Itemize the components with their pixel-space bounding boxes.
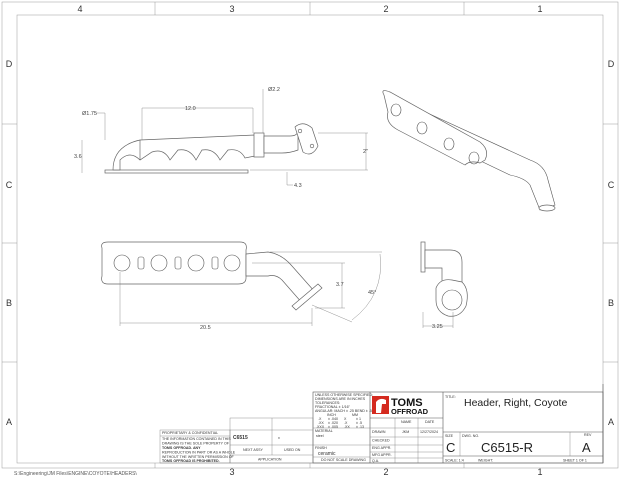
size-value: C bbox=[446, 440, 455, 455]
title-label: TITLE: bbox=[445, 395, 456, 399]
zone-row-a-right: A bbox=[608, 417, 614, 427]
zone-col-2-bottom: 2 bbox=[383, 467, 388, 477]
logo-text-toms: TOMS bbox=[391, 397, 423, 409]
dim-tube-dia: Ø1.75 bbox=[82, 111, 97, 117]
proprietary-heading: PROPRIETARY & CONFIDENTIAL bbox=[162, 431, 218, 435]
drawing-title: Header, Right, Coyote bbox=[464, 397, 567, 409]
zone-col-1-top: 1 bbox=[537, 4, 542, 14]
inner-border bbox=[16, 14, 604, 464]
tolerance-mm-label: MM bbox=[352, 413, 358, 417]
zone-col-3-top: 3 bbox=[229, 4, 234, 14]
tol-cell: ± .13 bbox=[356, 425, 364, 429]
proprietary-line-4: REPRODUCTION IN PART OR AS A WHOLE bbox=[162, 451, 236, 455]
file-path: S:\Engineering\JM Files\ENGINE\COYOTE\HE… bbox=[14, 471, 137, 477]
zone-row-a-left: A bbox=[6, 417, 12, 427]
toms-offroad-logo: TOMS OFFROAD bbox=[372, 396, 429, 416]
tol-cell: ± .5 bbox=[356, 421, 362, 425]
proprietary-line-2: DRAWING IS THE SOLE PROPERTY OF bbox=[162, 442, 230, 446]
used-on-value: x bbox=[278, 436, 280, 440]
tol-cell: .XX bbox=[344, 425, 350, 429]
drawing-number: C6515-R bbox=[481, 440, 533, 455]
proprietary-line-1: THE INFORMATION CONTAINED IN THIS bbox=[162, 437, 231, 441]
title-block bbox=[159, 384, 604, 464]
used-on-label: USED ON bbox=[284, 448, 301, 452]
tol-cell: ± .005 bbox=[328, 425, 338, 429]
finish-value: ceramic bbox=[318, 451, 336, 457]
zone-row-b-right: B bbox=[608, 298, 614, 308]
side-view-dimensions bbox=[81, 89, 368, 186]
finish-label: FINISH bbox=[315, 446, 327, 450]
front-view-header bbox=[101, 241, 323, 311]
tolerance-table: .X ± .040 X ± 1 .XX ± .020 .X ± .5 .XXX … bbox=[316, 417, 364, 429]
tol-cell: .X bbox=[344, 421, 348, 425]
proprietary-line-5: WITHOUT THE WRITTEN PERMISSION OF bbox=[162, 455, 235, 459]
front-view-dimensions bbox=[119, 251, 382, 326]
zone-col-3-bottom: 3 bbox=[229, 467, 234, 477]
tol-cell: ± 1 bbox=[356, 417, 361, 421]
tol-cell: .XX bbox=[318, 421, 324, 425]
tolerance-line-1: UNLESS OTHERWISE SPECIFIED: bbox=[315, 393, 373, 397]
name-label: NAME bbox=[401, 420, 412, 424]
dim-depth: 3.25 bbox=[432, 324, 443, 330]
tolerance-line-2: DIMENSIONS ARE IN INCHES bbox=[315, 397, 366, 401]
tol-cell: ± .040 bbox=[328, 417, 338, 421]
proprietary-line-6: TOMS OFFROAD IS PROHIBITED. bbox=[162, 459, 220, 463]
rev-label: REV bbox=[584, 433, 592, 437]
zone-col-2-top: 2 bbox=[383, 4, 388, 14]
next-assy-value: C6515 bbox=[233, 435, 248, 441]
revision: A bbox=[582, 440, 591, 455]
zone-row-c-right: C bbox=[608, 180, 615, 190]
dim-flange-rise: 2" bbox=[363, 149, 368, 155]
drawn-date: 12/27/2024 bbox=[420, 430, 438, 434]
dim-overall-length: 20.5 bbox=[200, 325, 211, 331]
tolerance-line-5: ANGULAR: MACH ± .25 BEND ± .5 bbox=[315, 409, 372, 413]
tol-cell: .X bbox=[318, 417, 322, 421]
role-drawn: DRAWN bbox=[372, 430, 386, 434]
drawn-name: JKM bbox=[402, 430, 409, 434]
weight: WEIGHT: bbox=[478, 459, 493, 463]
dim-height: 3.6 bbox=[74, 154, 82, 160]
proprietary-line-3: TOMS OFFROAD. ANY bbox=[162, 446, 201, 450]
zone-col-4-top: 4 bbox=[77, 4, 82, 14]
next-assy-label: NEXT ASSY bbox=[243, 448, 264, 452]
zone-row-c-left: C bbox=[6, 180, 13, 190]
tolerance-line-4: FRACTIONAL ± 1/16" bbox=[315, 405, 351, 409]
role-eng-appr: ENG APPR. bbox=[372, 446, 391, 450]
tol-cell: X bbox=[344, 417, 347, 421]
tolerance-inch-label: INCH bbox=[327, 413, 336, 417]
zone-col-1-bottom: 1 bbox=[537, 467, 542, 477]
isometric-view-header bbox=[382, 90, 556, 212]
side-view-header bbox=[104, 123, 319, 174]
tol-cell: .XXX bbox=[316, 425, 325, 429]
zone-row-b-left: B bbox=[6, 298, 12, 308]
role-mfg-appr: MFG APPR. bbox=[372, 453, 392, 457]
tolerance-line-3: TOLERANCES: bbox=[315, 401, 340, 405]
application-label: APPLICATION bbox=[258, 458, 282, 462]
dim-drop: 3.7 bbox=[336, 282, 344, 288]
zone-row-d-right: D bbox=[608, 59, 615, 69]
size-label: SIZE bbox=[445, 434, 454, 438]
date-label: DATE bbox=[425, 420, 435, 424]
material-value: steel bbox=[316, 434, 324, 438]
end-view-header bbox=[420, 241, 468, 328]
dwg-no-label: DWG. NO. bbox=[462, 434, 479, 438]
dim-angle: 45° bbox=[368, 290, 376, 296]
logo-text-offroad: OFFROAD bbox=[391, 407, 429, 416]
dim-outlet-dia: Ø2.2 bbox=[268, 87, 280, 93]
tol-cell: ± .020 bbox=[328, 421, 338, 425]
role-qa: Q.A. bbox=[372, 459, 379, 463]
dim-offset: 4.3 bbox=[294, 183, 302, 189]
sheet-number: SHEET 1 OF 1 bbox=[563, 459, 587, 463]
zone-ticks bbox=[2, 2, 618, 468]
zone-row-d-left: D bbox=[6, 59, 13, 69]
dim-length: 12.0 bbox=[185, 106, 196, 112]
material-label: MATERIAL bbox=[315, 429, 333, 433]
scale: SCALE: 1:4 bbox=[445, 459, 464, 463]
role-checked: CHECKED bbox=[372, 439, 390, 443]
do-not-scale: DO NOT SCALE DRAWING bbox=[321, 458, 366, 462]
